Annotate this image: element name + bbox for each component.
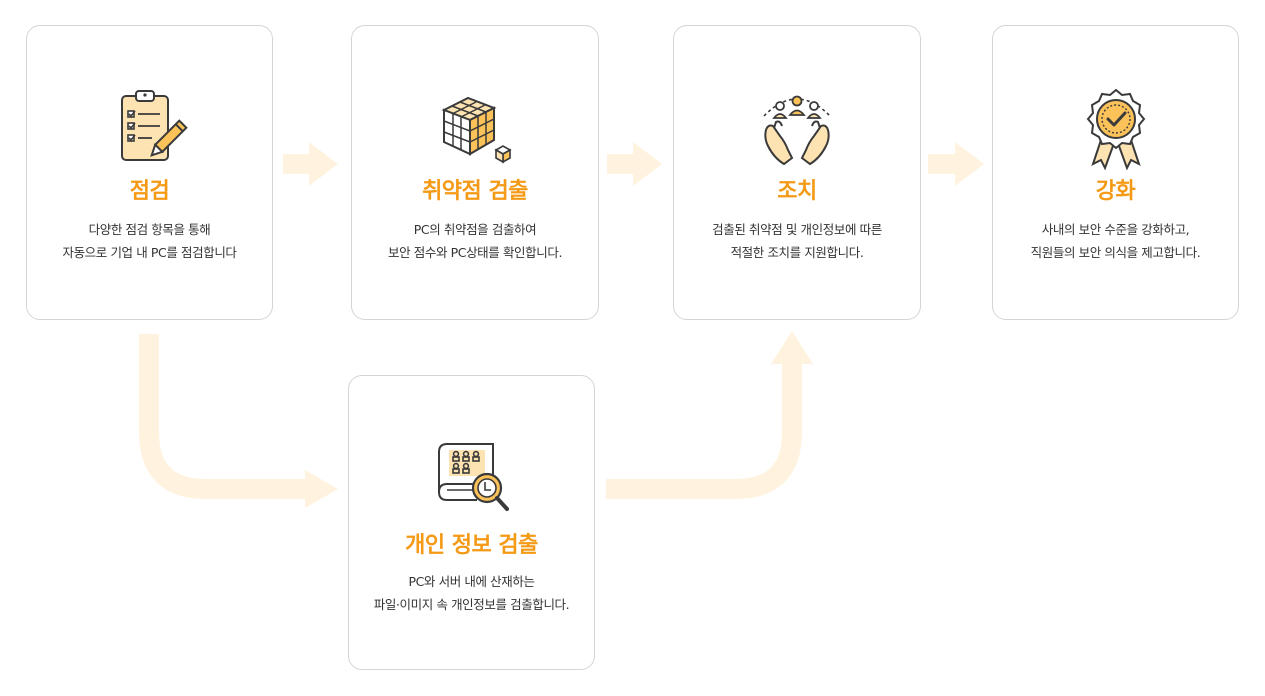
step-description: PC와 서버 내에 산재하는 파일·이미지 속 개인정보를 검출합니다. — [355, 570, 588, 616]
step-title: 취약점 검출 — [422, 179, 528, 204]
step-description-line: 자동으로 기업 내 PC를 점검합니다 — [62, 245, 237, 260]
checklist-pencil-icon — [120, 90, 188, 161]
step-card-inspect: 점검 다양한 점검 항목을 통해 자동으로 기업 내 PC를 점검합니다 — [26, 25, 273, 320]
step-description-line: PC의 취약점을 검출하여 — [413, 222, 537, 237]
step-description-line: 적절한 조치를 지원합니다. — [730, 245, 864, 260]
step-card-action: 조치 검출된 취약점 및 개인정보에 따른 적절한 조치를 지원합니다. — [673, 25, 921, 320]
step-card-privacy: 개인 정보 검출 PC와 서버 내에 산재하는 파일·이미지 속 개인정보를 검… — [348, 375, 595, 670]
step-description: PC의 취약점을 검출하여 보안 점수와 PC상태를 확인합니다. — [358, 218, 592, 264]
step-description-line: 다양한 점검 항목을 통해 — [88, 222, 211, 237]
step-card-harden: 강화 사내의 보안 수준을 강화하고, 직원들의 보안 의식을 제고합니다. — [992, 25, 1239, 320]
award-badge-icon — [1086, 88, 1145, 171]
arrow-privacy-to-action — [606, 331, 813, 499]
step-description-line: 사내의 보안 수준을 강화하고, — [1041, 222, 1190, 237]
step-card-vulnerability: 취약점 검출 PC의 취약점을 검출하여 보안 점수와 PC상태를 확인합니다. — [351, 25, 599, 320]
hands-people-icon — [763, 95, 831, 166]
step-title: 점검 — [129, 179, 170, 204]
step-title: 개인 정보 검출 — [405, 533, 538, 558]
step-description: 검출된 취약점 및 개인정보에 따른 적절한 조치를 지원합니다. — [680, 218, 914, 264]
arrow-action-to-harden — [928, 142, 984, 186]
step-description-line: 파일·이미지 속 개인정보를 검출합니다. — [373, 597, 570, 612]
step-title: 조치 — [777, 179, 817, 204]
document-magnifier-icon — [437, 443, 509, 511]
arrow-inspect-to-privacy — [139, 334, 338, 508]
step-description-line: 직원들의 보안 의식을 제고합니다. — [1030, 245, 1201, 260]
step-description: 사내의 보안 수준을 강화하고, 직원들의 보안 의식을 제고합니다. — [999, 218, 1232, 264]
arrow-vuln-to-action — [607, 142, 662, 186]
step-description-line: 검출된 취약점 및 개인정보에 따른 — [712, 222, 882, 237]
cube-grid-icon — [441, 96, 512, 164]
step-description-line: PC와 서버 내에 산재하는 — [408, 574, 535, 589]
step-description: 다양한 점검 항목을 통해 자동으로 기업 내 PC를 점검합니다 — [33, 218, 266, 264]
step-description-line: 보안 점수와 PC상태를 확인합니다. — [387, 245, 563, 260]
arrow-inspect-to-vuln — [283, 142, 338, 186]
step-title: 강화 — [1095, 179, 1136, 204]
